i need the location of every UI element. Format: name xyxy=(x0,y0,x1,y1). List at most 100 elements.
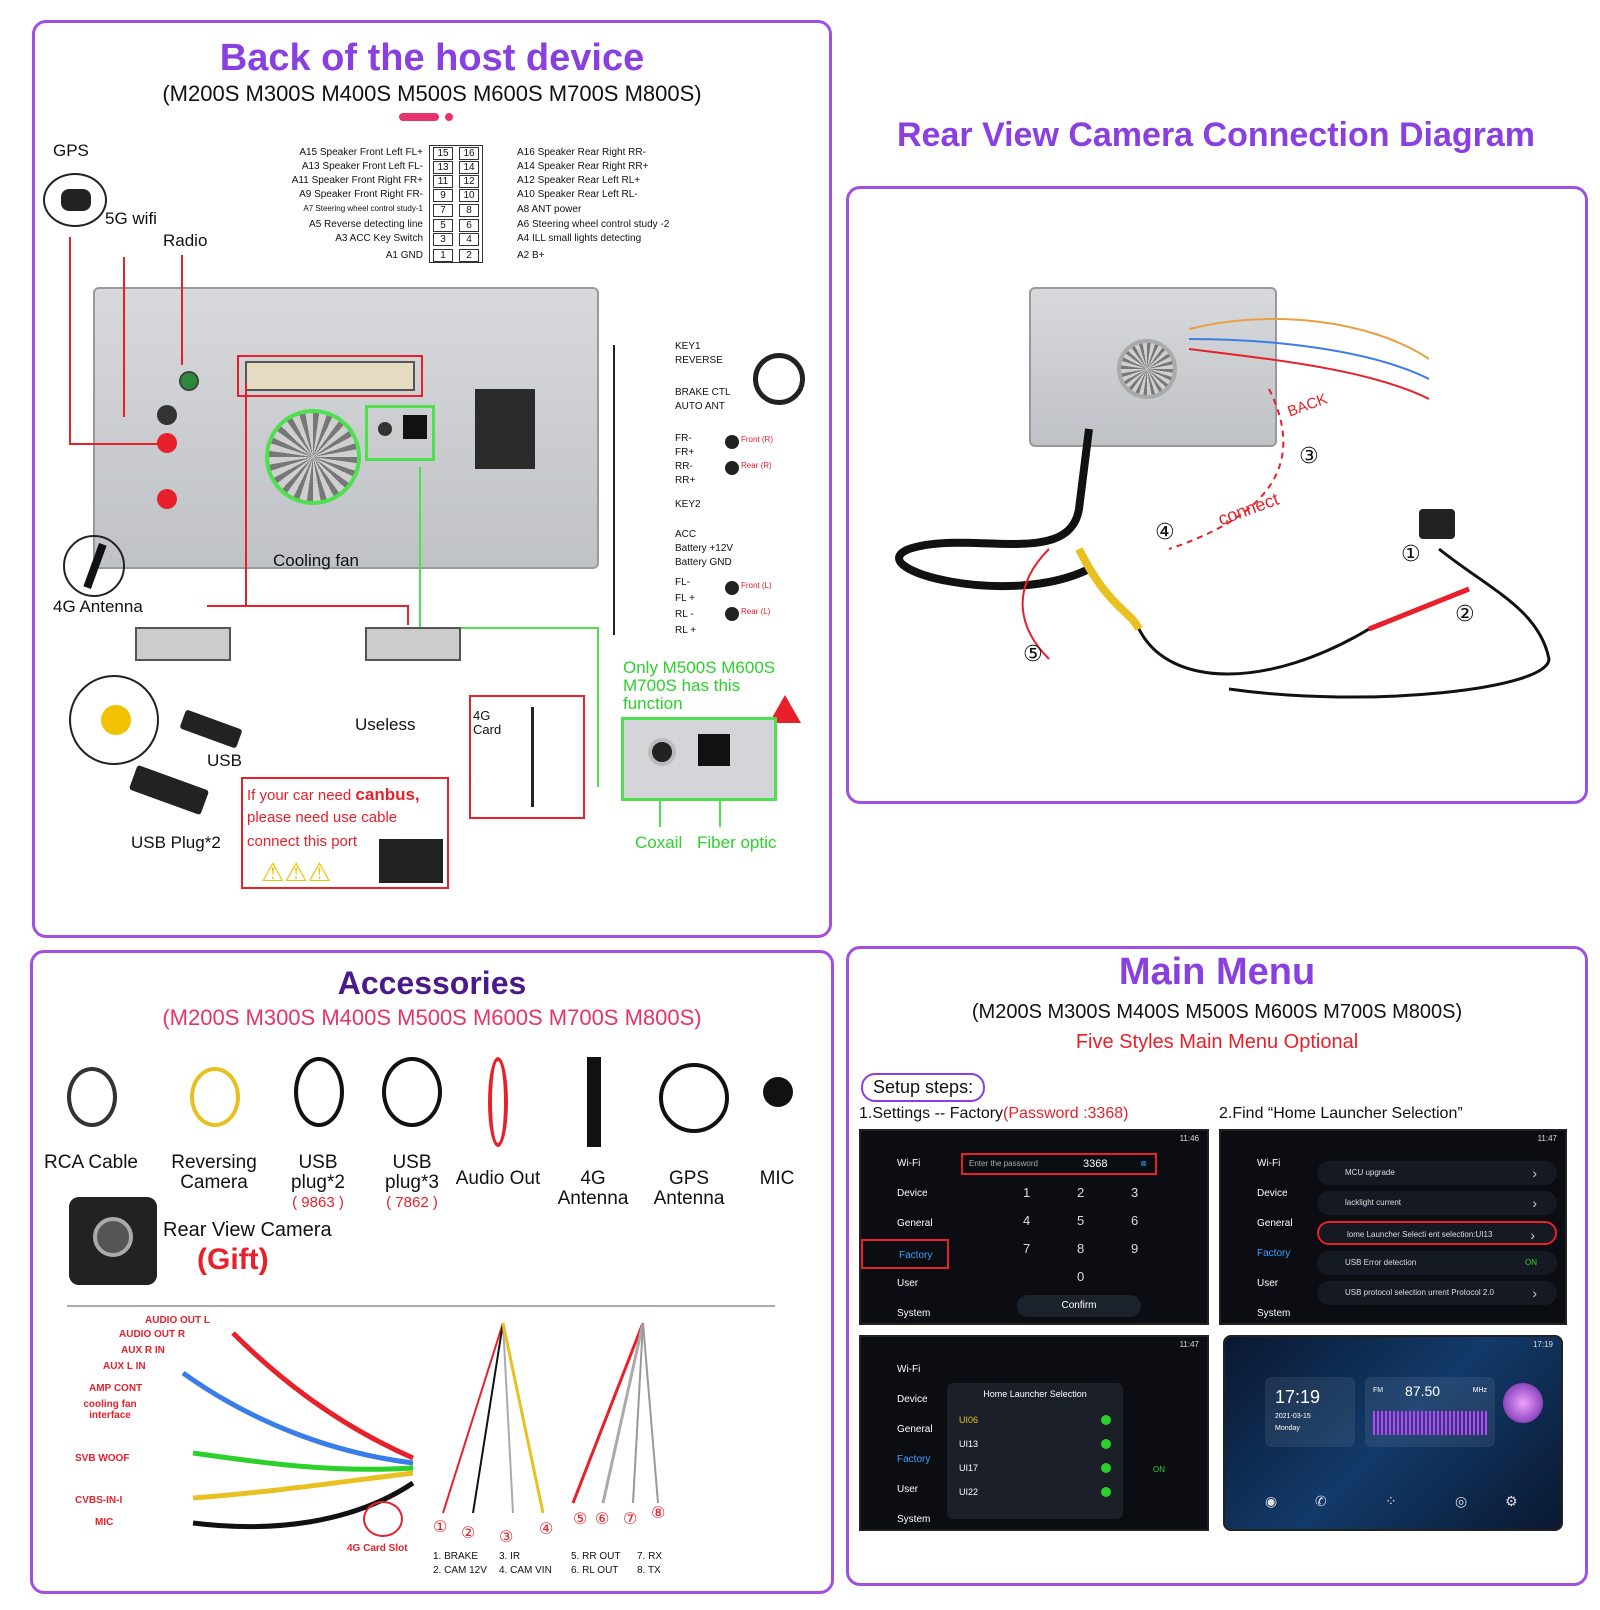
sidebar-item-factory[interactable]: Factory xyxy=(861,1239,949,1269)
key-6[interactable]: 6 xyxy=(1131,1213,1139,1228)
key-1[interactable]: 1 xyxy=(1023,1185,1031,1200)
toggle-on[interactable]: ON xyxy=(1525,1258,1537,1267)
key-2[interactable]: 2 xyxy=(1077,1185,1085,1200)
apps-icon[interactable]: ⁘ xyxy=(1385,1493,1397,1509)
host-unit-rear xyxy=(1029,287,1277,447)
acc-reversing-camera: Reversing Camera xyxy=(159,1037,269,1193)
clock-widget[interactable]: 17:19 2021-03-15 Monday xyxy=(1265,1377,1355,1447)
radio-icon[interactable] xyxy=(1101,1487,1111,1497)
row-label: lome Launcher Selecti ent selection:UI13 xyxy=(1347,1230,1493,1239)
password-field[interactable]: Enter the password 3368 ⊗ xyxy=(961,1153,1157,1175)
pin-right-2: A12 Speaker Rear Left RL+ xyxy=(517,175,641,186)
launcher-opt[interactable]: UI22 xyxy=(959,1487,979,1497)
row-home-launcher[interactable]: lome Launcher Selecti ent selection:UI13… xyxy=(1317,1221,1557,1245)
row-backlight[interactable]: lacklight current› xyxy=(1317,1191,1557,1215)
sidebar-item-user[interactable]: User xyxy=(897,1484,919,1495)
radio-icon[interactable] xyxy=(1101,1463,1111,1473)
key-0[interactable]: 0 xyxy=(1077,1269,1085,1284)
only-note: Only M500S M600S M700S has this function xyxy=(623,658,776,713)
sidebar-item-factory[interactable]: Factory xyxy=(1257,1248,1291,1259)
sidebar-item-wifi[interactable]: Wi-Fi xyxy=(897,1364,921,1375)
launcher-opt[interactable]: UI17 xyxy=(959,1463,979,1473)
key-5[interactable]: 5 xyxy=(1077,1213,1085,1228)
sidebar-item-wifi[interactable]: Wi-Fi xyxy=(1257,1158,1281,1169)
rear-view-camera-icon xyxy=(69,1197,157,1285)
launcher-opt[interactable]: UI06 xyxy=(959,1415,979,1425)
pin-num: 3 xyxy=(433,233,453,246)
sidebar-item-device[interactable]: Device xyxy=(897,1188,928,1199)
status-time: 11:46 xyxy=(1179,1134,1199,1143)
sidebar-item-user[interactable]: User xyxy=(1257,1278,1279,1289)
circle-num: ⑧ xyxy=(651,1505,666,1522)
sidebar-item-device[interactable]: Device xyxy=(1257,1188,1288,1199)
setup-badge: Setup steps: xyxy=(861,1073,986,1102)
connect-dash xyxy=(1168,388,1285,550)
coax-optical-highlight xyxy=(365,405,435,461)
sidebar-item-user[interactable]: User xyxy=(897,1278,919,1289)
sidebar-item-system[interactable]: System xyxy=(897,1308,931,1319)
back-panel-models: (M200S M300S M400S M500S M600S M700S M80… xyxy=(162,81,702,106)
antenna-4g-label: 4G Antenna xyxy=(53,597,143,616)
fiber-arrow xyxy=(719,799,721,827)
sidebar-item-general[interactable]: General xyxy=(1257,1218,1293,1229)
settings-gear-icon[interactable]: ⚙ xyxy=(1505,1493,1518,1509)
nav-icon[interactable]: ◉ xyxy=(1265,1493,1278,1509)
launcher-opt[interactable]: UI13 xyxy=(959,1439,979,1449)
key-3[interactable]: 3 xyxy=(1131,1185,1139,1200)
cooling-fan-icon xyxy=(265,409,361,505)
radio-label: Radio xyxy=(163,231,208,250)
main-menu-models: (M200S M300S M400S M500S M600S M700S M80… xyxy=(971,1001,1463,1023)
speaker-label: Front (R) xyxy=(741,435,773,444)
wifi-wire xyxy=(123,257,125,417)
key-7[interactable]: 7 xyxy=(1023,1241,1031,1256)
row-label: MCU upgrade xyxy=(1345,1168,1395,1177)
row-label: lacklight current xyxy=(1345,1198,1402,1207)
clear-icon[interactable]: ⊗ xyxy=(1140,1159,1147,1168)
sidebar-item-system[interactable]: System xyxy=(897,1514,931,1525)
radio-icon[interactable] xyxy=(1101,1415,1111,1425)
sidebar-item-general[interactable]: General xyxy=(897,1424,933,1435)
coax-port xyxy=(375,419,395,439)
circle-num: ⑥ xyxy=(595,1511,610,1528)
sidebar-item-factory[interactable]: Factory xyxy=(897,1454,931,1465)
row-usb-protocol[interactable]: USB protocol selection urrent Protocol 2… xyxy=(1317,1281,1557,1305)
back-panel-title: Back of the host device xyxy=(219,37,645,79)
key-9[interactable]: 9 xyxy=(1131,1241,1139,1256)
screen-launcher-select: 11:47 Wi-Fi Device General Factory User … xyxy=(859,1335,1209,1531)
music-disc-icon[interactable] xyxy=(1503,1383,1543,1423)
coax-arrow xyxy=(659,799,661,827)
key-4[interactable]: 4 xyxy=(1023,1213,1031,1228)
harness-label: FL- xyxy=(675,577,690,588)
row-mcu-upgrade[interactable]: MCU upgrade› xyxy=(1317,1161,1557,1185)
clock-day: Monday xyxy=(1275,1425,1300,1432)
key-8[interactable]: 8 xyxy=(1077,1241,1085,1256)
toggle-on[interactable]: ON xyxy=(1153,1465,1165,1474)
radio-widget[interactable]: FM 87.50 MHz xyxy=(1365,1377,1495,1447)
sidebar-item-device[interactable]: Device xyxy=(897,1394,928,1405)
sidebar-item-general[interactable]: General xyxy=(897,1218,933,1229)
sidebar-item-system[interactable]: System xyxy=(1257,1308,1291,1319)
num-4: ④ xyxy=(1155,519,1175,544)
power-wire xyxy=(1368,586,1470,632)
acc-4g-antenna: 4G Antenna xyxy=(543,1037,643,1209)
cooling-fan-label: Cooling fan xyxy=(273,551,360,570)
pin-right-6: A4 ILL small lights detecting xyxy=(517,233,642,244)
phone-icon[interactable]: ✆ xyxy=(1315,1493,1327,1509)
clock-date: 2021-03-15 xyxy=(1275,1413,1311,1420)
circle-num: ③ xyxy=(499,1529,514,1546)
confirm-button[interactable]: Confirm xyxy=(1017,1295,1141,1317)
pin-right-0: A16 Speaker Rear Right RR- xyxy=(517,147,646,158)
radio-icon[interactable] xyxy=(1101,1439,1111,1449)
radio-band: FM xyxy=(1373,1387,1384,1394)
usb-wire xyxy=(245,383,247,605)
camera-cable-coil xyxy=(895,428,1093,591)
row-label: USB protocol selection urrent Protocol 2… xyxy=(1345,1288,1494,1297)
status-time: 11:47 xyxy=(1537,1134,1557,1143)
main-menu-optional: Five Styles Main Menu Optional xyxy=(1075,1031,1359,1053)
sidebar-item-wifi[interactable]: Wi-Fi xyxy=(897,1158,921,1169)
video-icon[interactable]: ◎ xyxy=(1455,1493,1468,1509)
reversing-camera-cable-icon xyxy=(174,1037,254,1147)
acc-sub: ( 7862 ) xyxy=(386,1194,438,1211)
launcher-dialog-title: Home Launcher Selection xyxy=(983,1389,1087,1399)
